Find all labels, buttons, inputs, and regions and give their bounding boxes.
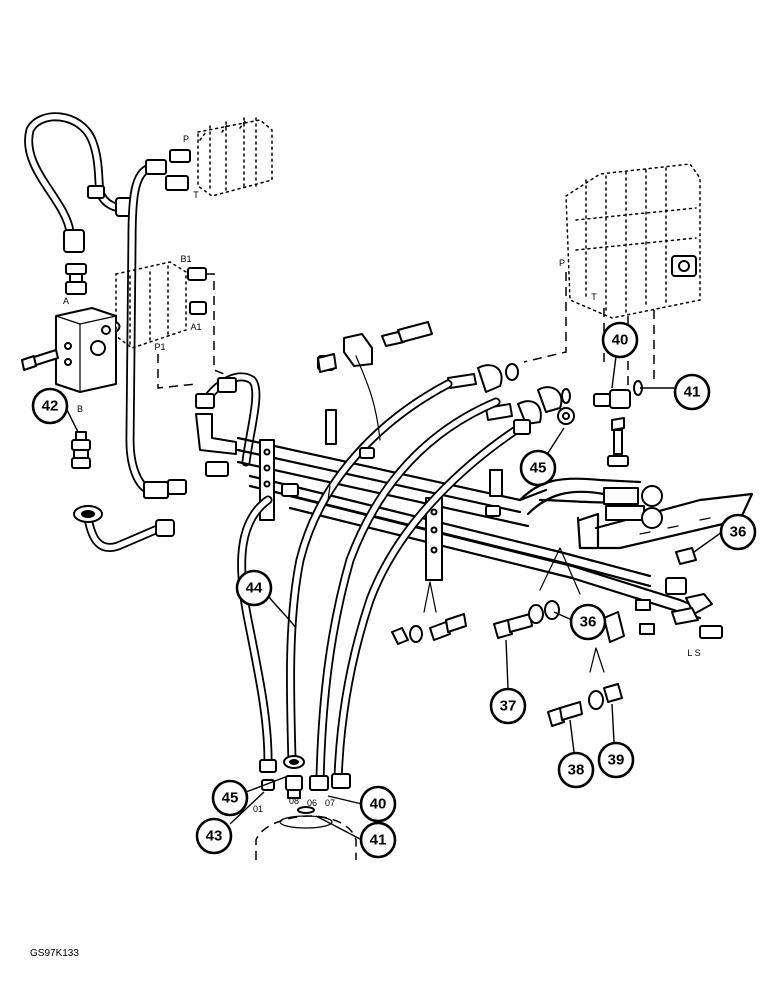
port-label-b: B [77, 404, 83, 414]
leaders [327, 485, 605, 673]
port-label-a: A [63, 296, 69, 306]
callout-40-lower: 40 [359, 785, 397, 823]
port-label-p1: P1 [154, 342, 165, 352]
ls-fittings: L S [635, 577, 723, 658]
callout-label: 38 [568, 762, 585, 779]
bolt-left [21, 349, 59, 371]
auxiliary-valve: B1 A1 P1 [115, 254, 225, 389]
callout-label: 37 [500, 698, 517, 715]
short-hose-loop [195, 372, 261, 467]
shuttle-valve-block: A B [55, 296, 121, 414]
clamp-centre [447, 363, 575, 425]
callout-leaders [65, 355, 723, 841]
port-label-p-right: P [559, 258, 565, 268]
callout-45-lower: 45 [211, 779, 249, 817]
port-label-t-right: T [591, 292, 597, 302]
port-label-p-top: P [183, 134, 189, 144]
callout-label: 39 [608, 752, 625, 769]
callout-45-upper: 45 [519, 449, 557, 487]
callout-label: 36 [580, 614, 597, 631]
main-control-valve: P T [523, 163, 701, 386]
drawing-reference: GS97K133 [30, 948, 79, 959]
port-label-01: 01 [253, 804, 263, 814]
bolts-lower [317, 353, 697, 727]
reservoir [255, 815, 357, 860]
callout-36-lower: 36 [569, 603, 607, 641]
port-label-b1: B1 [180, 254, 191, 264]
fitting-40-right [593, 380, 643, 467]
callout-37: 37 [489, 687, 527, 725]
vertical-hose-left [125, 159, 187, 499]
callout-41-lower: 41 [359, 821, 397, 859]
elbow-pipe [73, 505, 175, 552]
callout-39: 39 [597, 741, 635, 779]
top-control-valve: P T [165, 117, 273, 200]
callout-36-upper: 36 [719, 513, 757, 551]
callout-label: 45 [222, 790, 239, 807]
callout-43: 43 [195, 817, 233, 855]
sweeping-hoses [237, 355, 527, 785]
port-label-07: 07 [325, 798, 335, 808]
adapter-fitting [65, 263, 87, 295]
callout-label: 41 [684, 384, 701, 401]
callout-label: 41 [370, 832, 387, 849]
callout-label: 45 [530, 460, 547, 477]
port-label-08: 08 [289, 796, 299, 806]
port-label-t-top: T [193, 190, 199, 200]
callout-label: 36 [730, 524, 747, 541]
callout-44: 44 [235, 569, 273, 607]
elbow-fitting [195, 413, 237, 477]
callout-41-upper: 41 [673, 373, 711, 411]
callout-42: 42 [31, 387, 69, 425]
callout-38: 38 [557, 751, 595, 789]
right-pipes [518, 477, 663, 529]
port-label-a1: A1 [190, 322, 201, 332]
callout-label: 44 [246, 580, 263, 597]
bottom-fittings: 01 08 06 07 [253, 755, 351, 814]
callout-label: 43 [206, 828, 223, 845]
callout-40-upper: 40 [601, 321, 639, 359]
callout-label: 40 [612, 332, 629, 349]
callout-label: 40 [370, 796, 387, 813]
looped-hose [24, 112, 135, 253]
connector-42 [71, 431, 91, 469]
callout-label: 42 [42, 398, 59, 415]
port-label-ls: L S [687, 648, 700, 658]
rack-fittings [281, 419, 531, 517]
port-label-06: 06 [307, 798, 317, 808]
